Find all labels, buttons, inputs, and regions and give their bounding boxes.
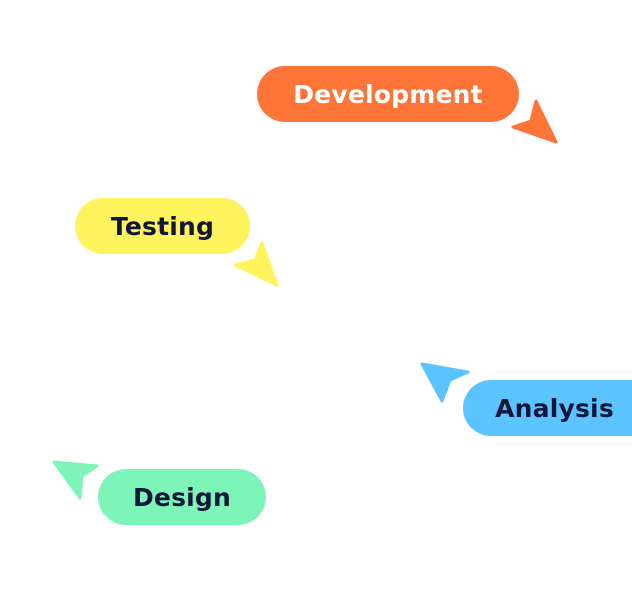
analysis-pointer-icon bbox=[420, 362, 470, 403]
stage-design: Design bbox=[98, 469, 266, 525]
design-pointer-icon bbox=[52, 460, 99, 500]
stage-analysis: Analysis bbox=[463, 380, 632, 436]
stage-testing: Testing bbox=[75, 198, 250, 254]
stage-development: Development bbox=[257, 66, 519, 122]
testing-pointer-icon bbox=[233, 241, 279, 287]
development-pointer-icon bbox=[511, 99, 558, 144]
